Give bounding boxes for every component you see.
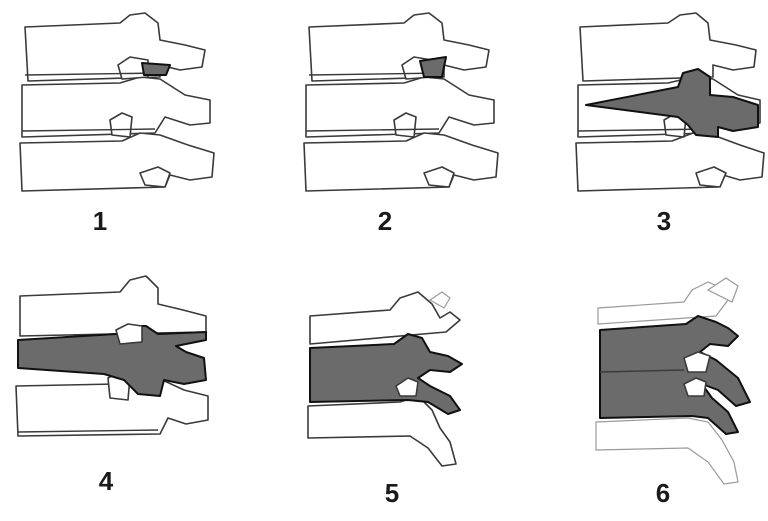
panel-1-label: 1 xyxy=(80,206,120,237)
panel-6-label: 6 xyxy=(643,478,683,509)
panel-2-spine-diagram xyxy=(294,5,504,195)
panel-4-spine-diagram xyxy=(8,268,218,458)
panel-2-label: 2 xyxy=(365,206,405,237)
panel-5-spine-diagram xyxy=(300,278,480,478)
panel-1-spine-diagram xyxy=(10,5,220,195)
panel-6-spine-diagram xyxy=(588,272,768,490)
panel-3-label: 3 xyxy=(644,206,684,237)
fracture-region xyxy=(420,57,446,77)
panel-3-spine-diagram xyxy=(568,5,768,195)
panel-5-label: 5 xyxy=(372,478,412,509)
panel-4-label: 4 xyxy=(86,466,126,497)
fracture-region xyxy=(142,63,170,75)
fracture-region xyxy=(600,316,750,434)
